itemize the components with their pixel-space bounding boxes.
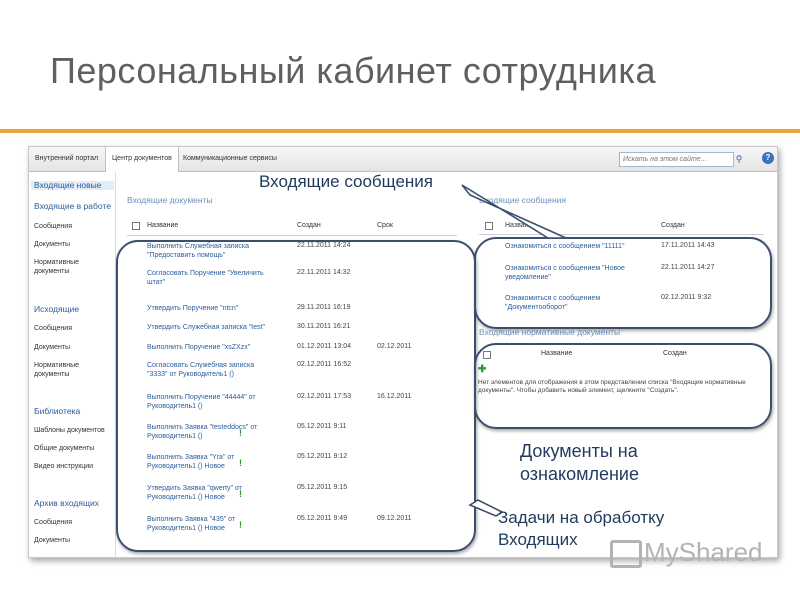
doc-link[interactable]: Утвердить Заявка "qwerty" от Руководител… — [147, 485, 242, 501]
incoming-messages-title: Входящие сообщения — [479, 195, 567, 205]
callout-documents-review: Документы на ознакомление — [520, 441, 639, 484]
doc-created: 05.12.2011 9:12 — [297, 453, 348, 460]
portal-screenshot: Внутренний портал Центр документов Комму… — [28, 146, 778, 558]
new-marker-icon: ! — [239, 489, 242, 499]
message-link[interactable]: Ознакомиться с сообщением "Документообор… — [505, 295, 601, 311]
sidebar-item-archive[interactable]: Архив входящих — [34, 498, 99, 508]
sidebar-item-incoming-in-work[interactable]: Входящие в работе — [34, 201, 111, 211]
empty-list-message: Нет элементов для отображения в этом пре… — [478, 379, 746, 394]
callout-incoming-messages: Входящие сообщения — [257, 172, 436, 192]
plus-icon[interactable]: ✚ — [478, 364, 487, 375]
doc-link[interactable]: Утвердить Служебная записка "test" — [147, 324, 266, 331]
sidebar-item-documents[interactable]: Документы — [34, 344, 71, 351]
message-created: 17.11.2011 14:43 — [661, 242, 715, 249]
callout-tasks: Задачи на обработку Входящих — [498, 508, 665, 549]
doc-link[interactable]: Выполнить Служебная записка "Предоставит… — [147, 243, 250, 259]
title-divider — [0, 129, 800, 133]
search-icon[interactable]: ⚲ — [735, 154, 743, 164]
doc-created: 22.11.2011 14:24 — [297, 242, 351, 249]
new-marker-icon: ! — [239, 520, 242, 530]
column-header-created[interactable]: Создан — [661, 222, 685, 229]
sidebar-item-outgoing[interactable]: Исходящие — [34, 304, 80, 314]
column-header-created[interactable]: Создан — [297, 222, 321, 229]
doc-created: 05.12.2011 9:11 — [297, 423, 347, 430]
column-header-created[interactable]: Создан — [663, 350, 687, 357]
sidebar-item-templates[interactable]: Шаблоны документов — [34, 427, 105, 434]
message-created: 02.12.2011 9:32 — [661, 294, 712, 301]
doc-created: 30.11.2011 16:21 — [297, 323, 351, 330]
sidebar-item-documents[interactable]: Документы — [34, 241, 71, 248]
sidebar-item-shared-documents[interactable]: Общие документы — [34, 445, 95, 452]
doc-link[interactable]: Согласовать Служебная записка "3333" от … — [147, 362, 255, 378]
watermark: MyShared — [644, 537, 763, 567]
tab-communication-services[interactable]: Коммуникационные сервисы — [183, 155, 277, 162]
sidebar-item-messages[interactable]: Сообщения — [34, 223, 72, 230]
sidebar-item-messages[interactable]: Сообщения — [34, 519, 72, 526]
sidebar-item-library[interactable]: Библиотека — [34, 406, 81, 416]
new-marker-icon: ! — [239, 428, 242, 438]
doc-link[interactable]: Выполнить Поручение "xsZXzx" — [147, 344, 251, 351]
column-header-name[interactable]: Название — [541, 350, 573, 357]
message-link[interactable]: Ознакомиться с сообщением "11111" — [505, 243, 625, 250]
search-input[interactable]: Искать на этом сайте... — [619, 152, 734, 167]
sidebar-item-incoming-new[interactable]: Входящие новые — [31, 181, 114, 190]
doc-created: 01.12.2011 13:04 — [297, 343, 351, 350]
doc-link[interactable]: Выполнить Заявка "testeddocs" от Руковод… — [147, 424, 258, 440]
doc-link[interactable]: Выполнить Заявка "Yra" от Руководитель1 … — [147, 454, 235, 470]
doc-created: 29.11.2011 16:19 — [297, 304, 351, 311]
tab-document-center[interactable]: Центр документов — [105, 147, 179, 172]
sidebar-item-video[interactable]: Видео инструкции — [34, 463, 94, 470]
doc-due: 09.12.2011 — [377, 515, 412, 522]
message-link[interactable]: Ознакомиться с сообщением "Новое уведомл… — [505, 265, 625, 281]
myshared-logo-icon — [610, 540, 642, 568]
incoming-docs-title: Входящие документы — [127, 195, 213, 205]
column-header-name[interactable]: Название — [505, 222, 537, 229]
page-title: Персональный кабинет сотрудника — [50, 50, 656, 91]
doc-link[interactable]: Выполнить Поручение "44444" от Руководит… — [147, 394, 256, 410]
header-divider — [479, 234, 764, 235]
tasks-highlight-box — [116, 240, 476, 552]
doc-link[interactable]: Утвердить Поручение "ntcn" — [147, 305, 239, 312]
sidebar: Входящие новые Входящие в работе Сообщен… — [29, 172, 116, 557]
sidebar-item-normative[interactable]: Нормативные документы — [34, 362, 80, 378]
doc-created: 02.12.2011 17:53 — [297, 393, 351, 400]
doc-due: 02.12.2011 — [377, 343, 412, 350]
doc-created: 02.12.2011 16:52 — [297, 361, 351, 368]
doc-created: 05.12.2011 9:15 — [297, 484, 348, 491]
select-all-checkbox[interactable] — [485, 222, 493, 230]
message-created: 22.11.2011 14:27 — [661, 264, 715, 271]
doc-created: 05.12.2011 9:49 — [297, 515, 348, 522]
column-header-due[interactable]: Срок — [377, 222, 393, 229]
help-icon[interactable]: ? — [762, 152, 774, 164]
doc-link[interactable]: Согласовать Поручение "Увеличить штат" — [147, 270, 264, 286]
messages-highlight-box — [474, 237, 772, 329]
select-all-checkbox[interactable] — [132, 222, 140, 230]
column-header-name[interactable]: Название — [147, 222, 179, 229]
sidebar-item-messages[interactable]: Сообщения — [34, 325, 72, 332]
doc-link[interactable]: Выполнить Заявка "435" от Руководитель1 … — [147, 516, 236, 532]
sidebar-item-normative[interactable]: Нормативные документы — [34, 259, 80, 275]
doc-created: 22.11.2011 14:32 — [297, 269, 351, 276]
sidebar-item-documents[interactable]: Документы — [34, 537, 71, 544]
doc-due: 16.12.2011 — [377, 393, 412, 400]
new-marker-icon: ! — [239, 458, 242, 468]
top-navigation: Внутренний портал Центр документов Комму… — [29, 147, 777, 172]
header-divider — [127, 235, 457, 236]
tab-internal-portal[interactable]: Внутренний портал — [35, 155, 99, 162]
normative-docs-title: Входящие нормативные документы — [479, 327, 621, 337]
normative-highlight-box — [474, 343, 772, 429]
